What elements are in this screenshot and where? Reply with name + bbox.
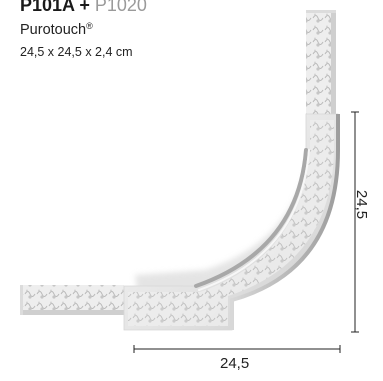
- registered-mark: ®: [86, 21, 93, 31]
- product-code-secondary: P1020: [94, 0, 147, 15]
- molding-bar-horizontal-left: [20, 285, 23, 315]
- product-dimensions: 24,5 x 24,5 x 2,4 cm: [20, 45, 133, 59]
- product-title: P101A + P1020: [20, 0, 147, 14]
- plus-sign: +: [74, 0, 95, 15]
- height-dimension-label: 24,5: [353, 189, 371, 220]
- molding-corner-bead: [194, 148, 308, 288]
- molding-bar-vertical-top: [306, 10, 336, 13]
- molding-bar-vertical-edge: [331, 10, 336, 114]
- molding-shadow: [135, 110, 322, 296]
- dimension-line-vertical: [351, 111, 359, 333]
- width-dimension-label: 24,5: [220, 355, 250, 372]
- dimension-line-horizontal: [133, 345, 341, 353]
- molding-corner-outer-edge: [230, 114, 340, 330]
- molding-corner-ornament: [128, 120, 334, 326]
- brand-label: Purotouch: [20, 22, 87, 38]
- molding-bar-horizontal-edge: [20, 310, 124, 315]
- brand-name: Purotouch®: [20, 21, 93, 38]
- molding-corner-bead-light: [198, 149, 310, 291]
- product-code-primary: P101A: [20, 0, 75, 15]
